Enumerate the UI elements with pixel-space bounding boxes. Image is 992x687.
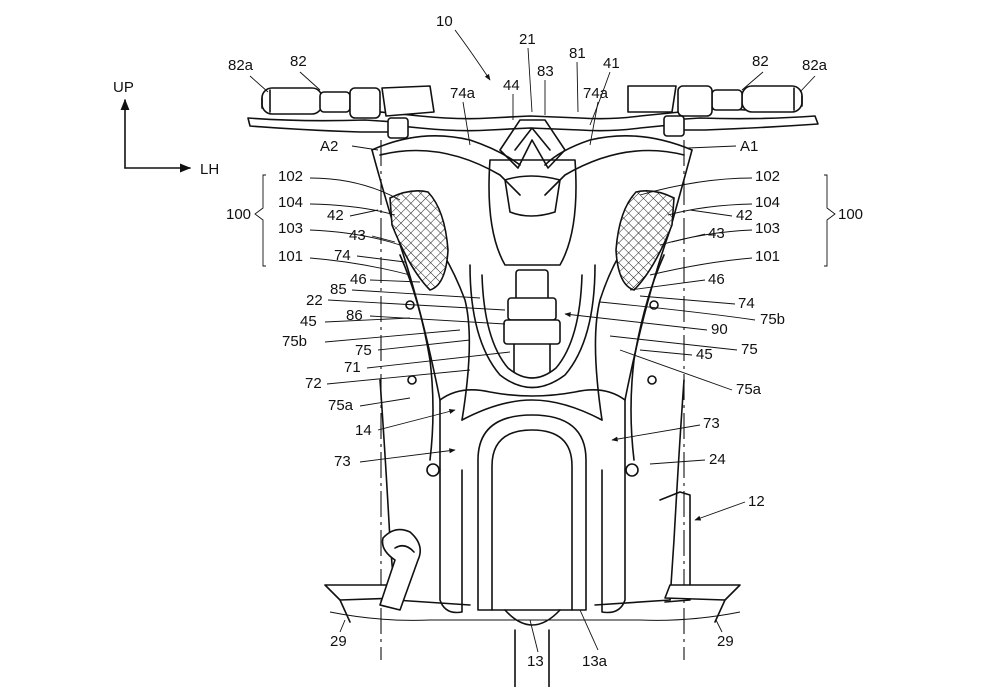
handlebar: [247, 85, 819, 139]
label-103-left: 103: [278, 220, 303, 237]
direction-axes: UP LH: [113, 79, 219, 178]
cowl-body: [324, 119, 741, 687]
label-104-right: 104: [755, 194, 780, 211]
label-90: 90: [711, 321, 728, 338]
label-100-left: 100: [226, 206, 251, 223]
label-41: 41: [603, 55, 620, 72]
label-14: 14: [355, 422, 372, 439]
label-74-left: 74: [334, 247, 351, 264]
label-103-right: 103: [755, 220, 780, 237]
label-10: 10: [436, 13, 453, 30]
label-13a: 13a: [582, 653, 608, 670]
label-75a-left: 75a: [328, 397, 354, 414]
label-46-right: 46: [708, 271, 725, 288]
label-75b-right: 75b: [760, 311, 785, 328]
leader-lines: [249, 29, 836, 653]
label-82-right: 82: [752, 53, 769, 70]
label-43-right: 43: [708, 225, 725, 242]
label-21: 21: [519, 31, 536, 48]
label-45-right: 45: [696, 346, 713, 363]
label-83: 83: [537, 63, 554, 80]
label-104-left: 104: [278, 194, 303, 211]
axis-lh-label: LH: [200, 161, 219, 178]
label-46-left: 46: [350, 271, 367, 288]
label-72: 72: [305, 375, 322, 392]
label-101-left: 101: [278, 248, 303, 265]
label-42-right: 42: [736, 207, 753, 224]
label-74a-right: 74a: [583, 85, 609, 102]
label-74a-left: 74a: [450, 85, 476, 102]
label-24: 24: [709, 451, 726, 468]
label-29-right: 29: [717, 633, 734, 650]
label-75-right: 75: [741, 341, 758, 358]
label-29-left: 29: [330, 633, 347, 650]
label-100-right: 100: [838, 206, 863, 223]
label-13: 13: [527, 653, 544, 670]
label-85: 85: [330, 281, 347, 298]
right-mesh-vent: [615, 190, 675, 291]
label-22: 22: [306, 292, 323, 309]
axis-up-label: UP: [113, 79, 134, 96]
label-102-right: 102: [755, 168, 780, 185]
label-43-left: 43: [349, 227, 366, 244]
label-12: 12: [748, 493, 765, 510]
label-A2: A2: [320, 138, 338, 155]
label-74-right: 74: [738, 295, 755, 312]
label-75b-left: 75b: [282, 333, 307, 350]
label-73-left: 73: [334, 453, 351, 470]
label-81: 81: [569, 45, 586, 62]
label-101-right: 101: [755, 248, 780, 265]
left-mesh-vent: [389, 190, 449, 291]
label-82a-left: 82a: [228, 57, 254, 74]
label-73-right: 73: [703, 415, 720, 432]
label-42-left: 42: [327, 207, 344, 224]
label-82-left: 82: [290, 53, 307, 70]
label-75a-right: 75a: [736, 381, 762, 398]
label-82a-right: 82a: [802, 57, 828, 74]
label-102-left: 102: [278, 168, 303, 185]
label-44: 44: [503, 77, 520, 94]
label-75-left: 75: [355, 342, 372, 359]
reference-labels: 10 21 81 41 44 83 74a 74a 82a 82 82 82a …: [226, 13, 863, 670]
label-45-left: 45: [300, 313, 317, 330]
label-71: 71: [344, 359, 361, 376]
label-A1: A1: [740, 138, 758, 155]
label-86: 86: [346, 307, 363, 324]
